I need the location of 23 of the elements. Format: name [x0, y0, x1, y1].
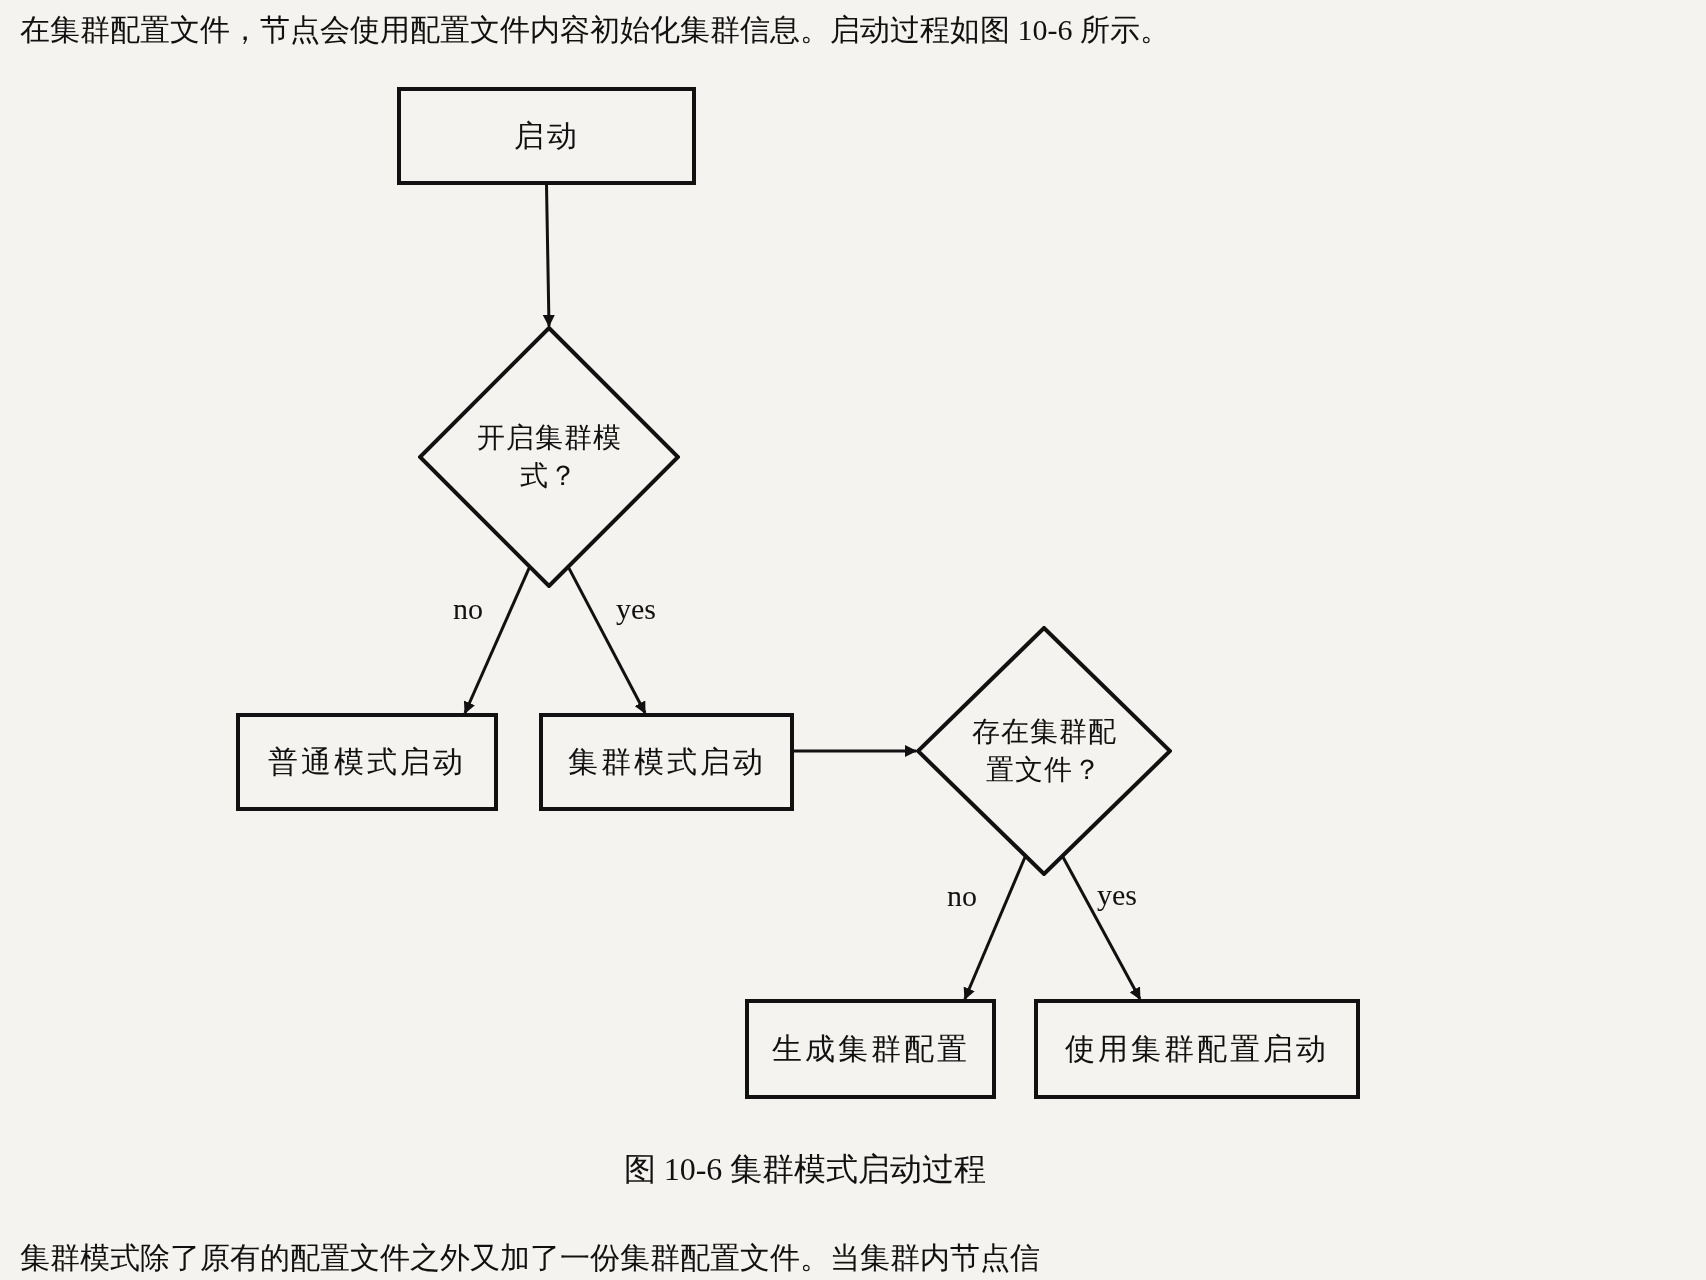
node-label: 生成集群配置	[771, 1029, 970, 1068]
body-text: 集群模式除了原有的配置文件之外又加了一份集群配置文件。当集群内节点信	[20, 1240, 1040, 1276]
arrow	[567, 567, 647, 714]
figure-caption: 图 10-6 集群模式启动过程	[623, 1150, 987, 1189]
node-label: 使用集群配置启动	[1065, 1029, 1329, 1068]
decision-diamond	[418, 326, 680, 588]
process-box	[236, 713, 498, 811]
process-box	[539, 713, 794, 811]
node-label: 存在集群配置文件？	[970, 714, 1118, 788]
process-box	[1034, 999, 1360, 1099]
node-label: 集群模式启动	[567, 742, 766, 781]
decision-diamond	[916, 626, 1172, 876]
process-box	[397, 87, 696, 185]
arrow	[1061, 856, 1142, 1000]
process-box	[745, 999, 996, 1099]
arrow	[963, 856, 1027, 1000]
node-label: 普通模式启动	[268, 742, 466, 781]
arrow	[542, 184, 555, 327]
body-text: 在集群配置文件，节点会使用配置文件内容初始化集群信息。启动过程如图 10-6 所示。	[20, 12, 1170, 48]
arrow	[463, 567, 531, 714]
node-label: 启动	[513, 116, 580, 155]
arrow	[794, 745, 917, 757]
node-label: 开启集群模式？	[475, 420, 623, 494]
